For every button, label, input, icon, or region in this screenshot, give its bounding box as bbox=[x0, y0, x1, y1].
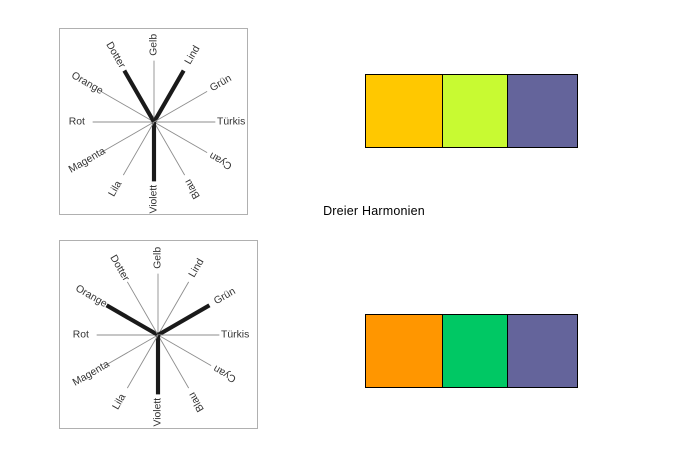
wheel-label-blau: Blau bbox=[187, 390, 207, 414]
wheel-spokes-1 bbox=[92, 60, 216, 182]
wheel-spoke-dotter bbox=[126, 281, 159, 336]
swatch-violett bbox=[507, 75, 577, 147]
wheel-label-turkis: Türkis bbox=[217, 117, 245, 128]
wheel-label-orange: Orange bbox=[69, 70, 105, 97]
wheel-spoke-cyan bbox=[153, 121, 208, 154]
wheel-label-blau: Blau bbox=[183, 177, 203, 201]
swatch-violett bbox=[507, 315, 577, 387]
wheel-label-grun: Grün bbox=[208, 73, 234, 94]
wheel-spoke-magenta bbox=[100, 121, 155, 154]
wheel-label-cyan: Cyan bbox=[212, 362, 239, 384]
wheel-label-cyan: Cyan bbox=[208, 149, 235, 171]
swatch-orange bbox=[366, 315, 442, 387]
wheel-label-gelb: Gelb bbox=[153, 247, 164, 269]
wheel-spoke-blau bbox=[157, 334, 190, 389]
harmony-swatch-bar-2 bbox=[365, 314, 578, 388]
wheel-label-magenta: Magenta bbox=[67, 146, 108, 176]
caption: Dreier Harmonien bbox=[0, 204, 673, 218]
wheel-label-grun: Grün bbox=[212, 286, 238, 307]
wheel-spoke-orange bbox=[105, 303, 160, 337]
wheel-spoke-grun bbox=[156, 303, 211, 337]
wheel-label-violett: Violett bbox=[149, 185, 160, 214]
swatch-grun bbox=[441, 315, 508, 387]
swatch-dotter bbox=[366, 75, 442, 147]
wheel-label-lind: Lind bbox=[187, 257, 206, 280]
wheel-label-gelb: Gelb bbox=[149, 34, 160, 56]
wheel-label-dotter: Dotter bbox=[103, 40, 127, 70]
wheel-spoke-lila bbox=[122, 121, 155, 176]
wheel-label-magenta: Magenta bbox=[71, 359, 112, 389]
harmony-swatch-bar-1 bbox=[365, 74, 578, 148]
caption-text: Dreier Harmonien bbox=[323, 204, 425, 218]
wheel-spokes-2 bbox=[96, 273, 220, 395]
wheel-label-orange: Orange bbox=[73, 283, 109, 310]
wheel-label-rot: Rot bbox=[69, 117, 85, 128]
wheel-spoke-lind bbox=[157, 281, 190, 336]
wheel-spoke-blau bbox=[153, 121, 186, 176]
wheel-spoke-cyan bbox=[157, 334, 212, 367]
wheel-label-lila: Lila bbox=[111, 392, 129, 412]
wheel-spoke-lind bbox=[152, 69, 186, 124]
wheel-label-lila: Lila bbox=[107, 179, 125, 199]
wheel-label-dotter: Dotter bbox=[107, 253, 131, 283]
wheel-label-violett: Violett bbox=[153, 398, 164, 427]
wheel-label-rot: Rot bbox=[73, 330, 89, 341]
wheel-spoke-orange bbox=[100, 90, 155, 123]
swatch-lind bbox=[441, 75, 508, 147]
wheel-label-lind: Lind bbox=[183, 44, 202, 67]
wheel-spoke-lila bbox=[126, 334, 159, 389]
wheel-spoke-grun bbox=[153, 90, 208, 123]
wheel-spoke-dotter bbox=[122, 69, 156, 124]
wheel-label-turkis: Türkis bbox=[221, 330, 249, 341]
wheel-spoke-magenta bbox=[104, 334, 159, 367]
